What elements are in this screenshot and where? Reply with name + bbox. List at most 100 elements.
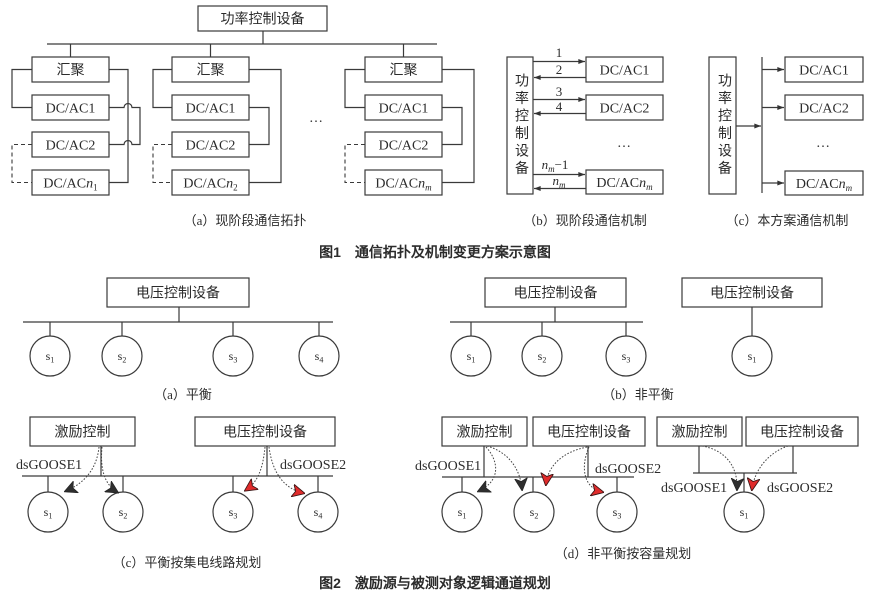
inverter-box (784, 94, 864, 121)
caption-fig1-b: （b）现阶段通信机制 (523, 213, 647, 228)
station-label-sub: 3 (617, 512, 621, 521)
channel-label: 1 (556, 45, 563, 60)
inverter-label-sub: m (846, 183, 853, 193)
station-node (29, 335, 71, 377)
fig2-panel-d: 激励控制 电压控制设备 s1 s2 s3 dsGOOSE1 dsGOOSE2 激… (415, 416, 859, 561)
station-label: s1 (46, 349, 55, 365)
station-node (731, 335, 773, 377)
station-label-base: s (44, 505, 49, 519)
station-label-sub: 2 (542, 356, 546, 365)
channel-label: 4 (556, 99, 563, 114)
power-controller-label-vertical: 功率控制设备 (513, 73, 528, 178)
link-inverter1-inverter2 (249, 106, 270, 146)
station-label-base: s (118, 349, 123, 363)
station-label-sub: 1 (744, 512, 748, 521)
stream-arrow-dsgoose2-s1 (752, 445, 789, 489)
station-label-base: s (748, 349, 753, 363)
station-label: s1 (44, 505, 53, 521)
station-label-base: s (458, 505, 463, 519)
station-node (605, 335, 647, 377)
inverter-box (364, 94, 443, 121)
voltage-controller-label: 电压控制设备 (514, 285, 598, 302)
station-label-sub: 1 (462, 512, 466, 521)
stream-label-dsgoose2: dsGOOSE2 (280, 458, 346, 473)
inverter-label: DC/AC2 (600, 102, 650, 117)
voltage-controller-label: 电压控制设备 (760, 424, 844, 441)
aggregation-group-2: 汇聚 DC/AC1 DC/AC2 DC/ACn2 (152, 44, 282, 196)
station-label-sub: 4 (319, 356, 323, 365)
voltage-controller-label: 电压控制设备 (547, 424, 631, 441)
power-controller-box (197, 5, 328, 32)
stream-label-dsgoose1: dsGOOSE1 (415, 459, 481, 474)
voltage-controller-box (532, 416, 646, 447)
inverter-label: DC/AC1 (46, 102, 96, 117)
link-aggregator-inverter1 (11, 68, 32, 109)
fig2-panel-c: 激励控制 电压控制设备 s1 s2 s3 s4 dsGOOSE1 dsGOOSE… (16, 416, 346, 570)
link-optional-dashed (11, 143, 32, 184)
station-label-base: s (613, 505, 618, 519)
station-node (297, 491, 339, 533)
excitation-control-label: 激励控制 (672, 424, 728, 441)
power-controller-box-vertical (708, 56, 737, 195)
channel-label: 2 (556, 62, 563, 77)
aggregator-label: 汇聚 (197, 63, 225, 79)
inverter-label: DC/AC2 (379, 139, 429, 154)
inverter-label-sub: m (646, 182, 653, 192)
ellipsis: … (617, 136, 631, 151)
station-label: s1 (467, 349, 476, 365)
station-node (513, 491, 555, 533)
stream-arrow-dsgoose1-s2 (486, 445, 522, 489)
voltage-controller-box (681, 277, 823, 308)
voltage-controller-label: 电压控制设备 (710, 285, 794, 302)
channel-label-sub: m (548, 164, 555, 174)
station-node (723, 491, 765, 533)
stream-label-dsgoose1: dsGOOSE1 (16, 458, 82, 473)
inverter-box (784, 56, 864, 83)
stream-arrow-dsgoose2-s4 (268, 446, 303, 493)
excitation-control-label: 激励控制 (55, 424, 111, 441)
inverter-label: DC/ACn2 (183, 177, 237, 193)
inverter-label: DC/AC2 (46, 139, 96, 154)
station-label: s2 (530, 505, 539, 521)
channel-label-sub: m (559, 180, 566, 190)
inverter-box (31, 131, 110, 158)
inverter-box (585, 56, 664, 83)
fig1-panel-a: 功率控制设备 汇聚 DC/AC1 DC/AC2 DC/ACn1 汇聚 DC/AC… (11, 5, 475, 228)
stream-arrow-dsgoose1-s2 (101, 446, 117, 492)
inverter-box (585, 94, 664, 121)
fig1-panel-c: DC/AC1 DC/AC2 … DC/ACnm （c）本方案通信机制 (708, 56, 864, 228)
inverter-label: DC/AC1 (600, 64, 650, 79)
inverter-label: DC/ACn1 (43, 177, 97, 193)
inverter-label: DC/ACnm (796, 177, 853, 193)
inverter-label: DC/AC2 (186, 139, 236, 154)
station-label: s4 (314, 505, 323, 521)
inverter-label-sub: 2 (233, 183, 238, 193)
station-label-base: s (46, 349, 51, 363)
station-label-sub: 1 (50, 356, 54, 365)
voltage-controller-box (194, 416, 336, 447)
stream-label-dsgoose2: dsGOOSE2 (595, 462, 661, 477)
inverter-label-sub: m (425, 183, 432, 193)
station-node (212, 491, 254, 533)
caption-fig1-c: （c）本方案通信机制 (726, 213, 849, 228)
inverter-label-base: DC/AC (375, 177, 418, 192)
station-label: s1 (740, 505, 749, 521)
station-node (596, 491, 638, 533)
station-label-sub: 3 (626, 356, 630, 365)
channel-label: nm (553, 173, 567, 190)
station-label-sub: 3 (233, 512, 237, 521)
station-label-sub: 2 (122, 356, 126, 365)
station-node (102, 491, 144, 533)
inverter-label: DC/AC1 (379, 102, 429, 117)
stream-arrow-dsgoose2-s3 (246, 446, 266, 490)
station-label-base: s (740, 505, 745, 519)
link-optional-dashed (152, 143, 172, 184)
station-label-sub: 2 (123, 512, 127, 521)
excitation-control-box (441, 416, 528, 447)
link-aggregator-invertern (109, 68, 129, 184)
station-label: s2 (118, 349, 127, 365)
station-label-base: s (622, 349, 627, 363)
station-label-base: s (530, 505, 535, 519)
power-controller-box-vertical (506, 56, 534, 195)
station-label-base: s (315, 349, 320, 363)
